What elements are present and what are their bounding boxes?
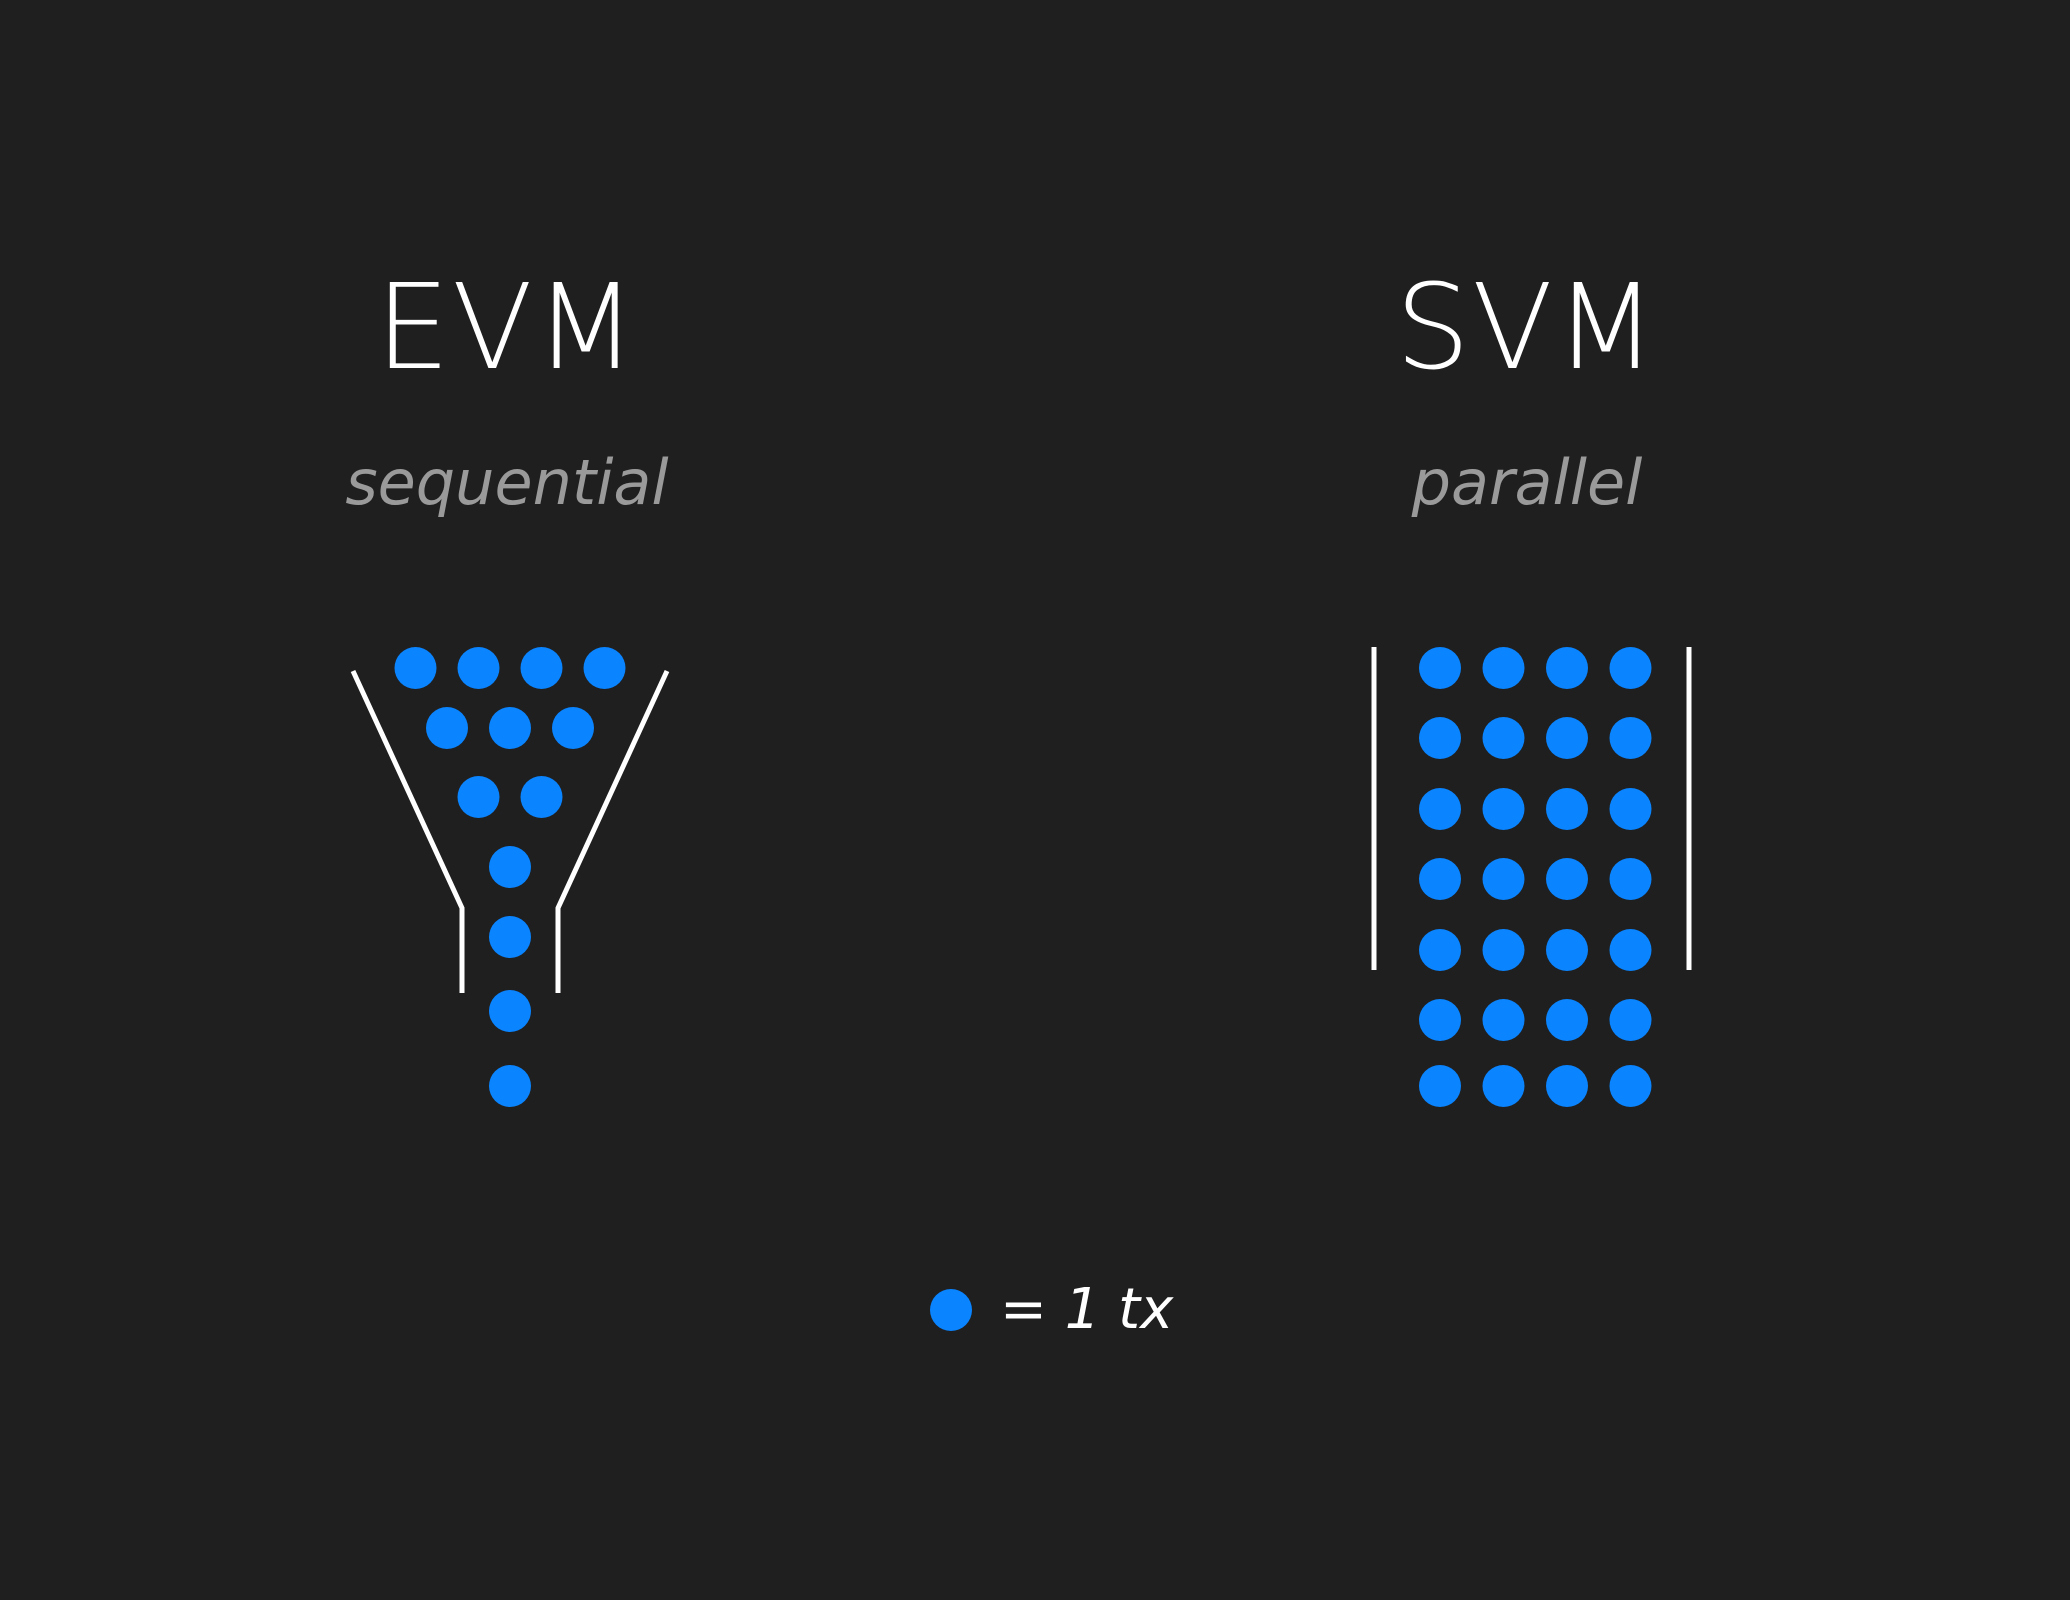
tx-dot <box>489 707 531 749</box>
tx-dot <box>1609 788 1652 830</box>
evm-funnel-right-wall <box>555 669 670 993</box>
tx-dot <box>1419 1065 1461 1107</box>
tx-dot <box>1419 929 1461 971</box>
tx-dot <box>1546 1065 1588 1107</box>
tx-dot <box>1546 929 1588 971</box>
evm-subtitle: sequential <box>345 446 669 519</box>
tx-dot <box>426 707 468 749</box>
tx-dot <box>1419 647 1461 689</box>
tx-dot <box>1482 788 1525 830</box>
tx-dot <box>1419 858 1461 900</box>
tx-dot <box>1482 717 1525 759</box>
tx-dot <box>1546 717 1588 759</box>
tx-dot <box>520 647 563 689</box>
tx-dot <box>1609 647 1652 689</box>
tx-dot <box>1419 999 1461 1041</box>
svm-title: SVM <box>1395 258 1659 396</box>
tx-dot <box>552 707 594 749</box>
svm-tx-dots <box>1419 647 1652 1107</box>
tx-dot <box>1546 647 1588 689</box>
svm-lanes <box>1371 647 1692 970</box>
tx-dot <box>1482 999 1525 1041</box>
evm-title: EVM <box>375 258 639 396</box>
evm-tx-dots <box>394 647 626 1107</box>
legend: = 1 tx <box>930 1272 1173 1348</box>
tx-dot <box>1482 929 1525 971</box>
tx-dot <box>1546 788 1588 830</box>
tx-dot <box>489 1065 531 1107</box>
tx-dot-icon <box>930 1289 972 1331</box>
tx-dot <box>489 990 531 1032</box>
evm-funnel <box>350 669 670 993</box>
tx-dot <box>520 776 563 818</box>
tx-dot <box>457 647 500 689</box>
tx-dot <box>1482 647 1525 689</box>
tx-dot <box>1609 717 1652 759</box>
tx-dot <box>1546 858 1588 900</box>
tx-dot <box>1609 858 1652 900</box>
tx-dot <box>1609 999 1652 1041</box>
tx-dot <box>489 846 531 888</box>
legend-label: = 1 tx <box>1000 1277 1174 1342</box>
tx-dot <box>489 916 531 958</box>
svm-subtitle: parallel <box>1411 446 1643 519</box>
tx-dot <box>1609 929 1652 971</box>
tx-dot <box>394 647 437 689</box>
tx-dot <box>1482 858 1525 900</box>
tx-dot <box>1419 788 1461 830</box>
tx-dot <box>457 776 500 818</box>
tx-dot <box>1609 1065 1652 1107</box>
tx-dot <box>1546 999 1588 1041</box>
tx-dot <box>1419 717 1461 759</box>
evm-funnel-left-wall <box>350 669 465 993</box>
tx-dot <box>583 647 626 689</box>
tx-dot <box>1482 1065 1525 1107</box>
